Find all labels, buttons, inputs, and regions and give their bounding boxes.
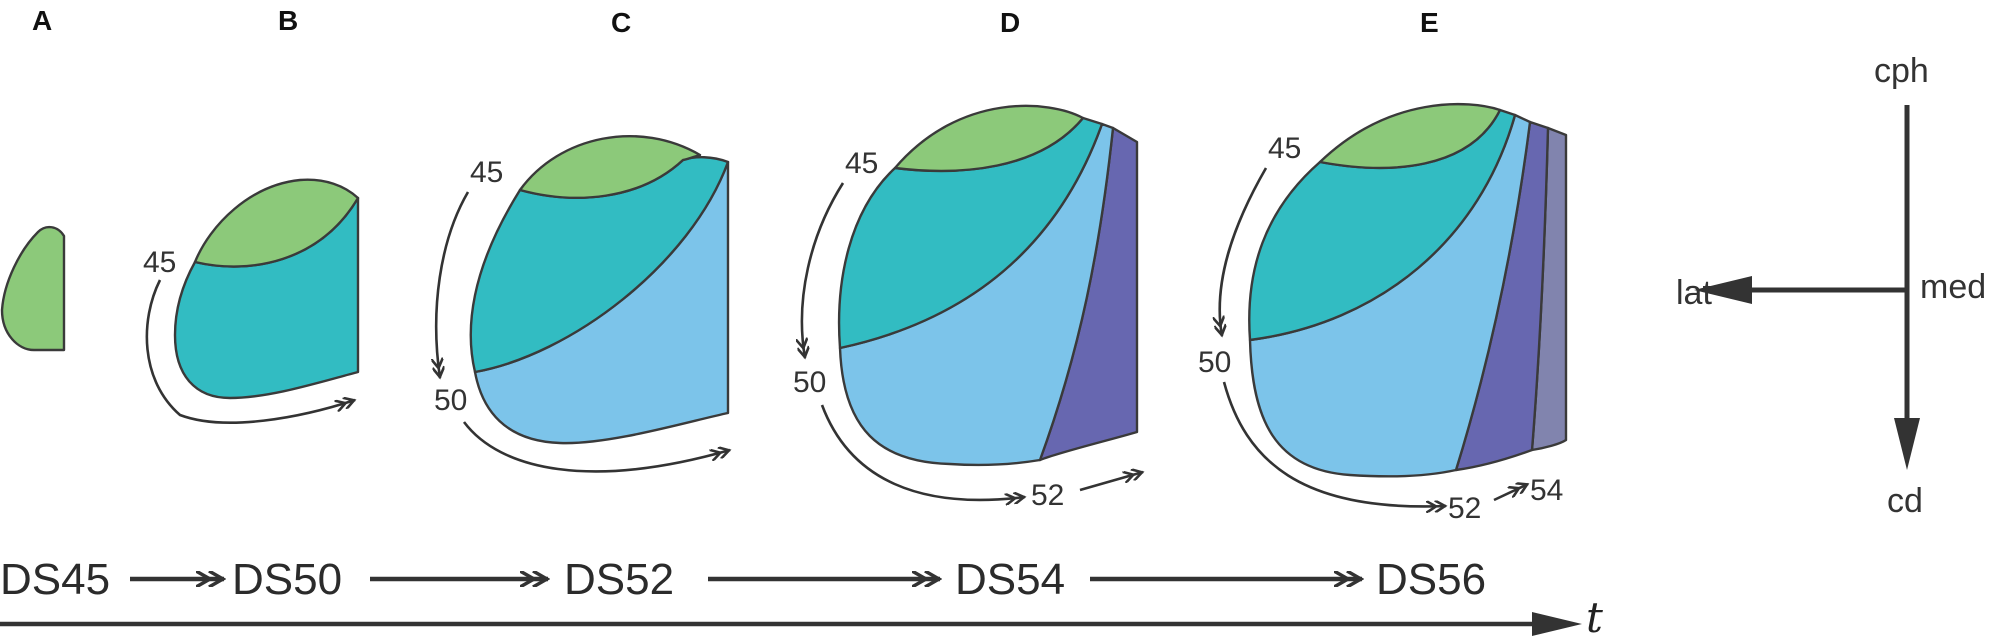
arc-arrow-e-2 (1222, 381, 1446, 506)
panel-e-shape (1248, 102, 1568, 478)
orientation-label-lat: lat (1676, 274, 1712, 312)
stage-label-ds54: DS54 (955, 555, 1065, 604)
label-d-45: 45 (845, 147, 878, 180)
arc-arrow-e-1 (1220, 167, 1268, 336)
orientation-label-cd: cd (1887, 482, 1923, 520)
panel-d-shape (837, 104, 1139, 467)
arc-arrow-c-2 (462, 421, 730, 473)
panel-letter-b: B (278, 5, 298, 36)
region-green (518, 135, 702, 199)
time-axis-label: t (1586, 593, 1603, 636)
stage-label-ds50: DS50 (232, 555, 342, 604)
region-green (0, 225, 66, 352)
arc-arrow-d-2 (820, 404, 1025, 500)
label-e-52: 52 (1448, 492, 1481, 525)
arc-arrow-c-1 (436, 191, 470, 378)
arc-arrow-d-1 (802, 182, 845, 358)
time-axis-arrow (0, 612, 1582, 636)
panel-b-shape (173, 178, 360, 400)
stage-label-ds56: DS56 (1376, 555, 1486, 604)
label-e-50: 50 (1198, 346, 1231, 379)
region-green (893, 104, 1085, 173)
stage-label-ds52: DS52 (564, 555, 674, 604)
label-d-50: 50 (793, 366, 826, 399)
panel-letter-d: D (1000, 7, 1020, 38)
stage-label-ds45: DS45 (0, 555, 110, 604)
arc-arrow-b (145, 279, 355, 424)
orientation-label-med: med (1920, 268, 1986, 306)
label-c-45: 45 (470, 156, 503, 189)
panel-letter-a: A (32, 5, 52, 36)
label-d-52: 52 (1031, 479, 1064, 512)
label-e-45: 45 (1268, 132, 1301, 165)
arc-arrow-d-3 (1079, 472, 1143, 492)
label-e-54: 54 (1530, 474, 1563, 507)
label-b-45: 45 (143, 246, 176, 279)
orientation-compass (1694, 105, 1920, 470)
panel-letter-e: E (1420, 7, 1439, 38)
orientation-label-cph: cph (1874, 52, 1929, 90)
panel-c-shape (469, 135, 730, 445)
arc-arrow-e-3 (1493, 484, 1528, 502)
panel-a-shape (0, 225, 66, 352)
panel-letter-c: C (611, 7, 631, 38)
label-c-50: 50 (434, 384, 467, 417)
region-green (1318, 102, 1502, 170)
region-green (193, 178, 360, 268)
